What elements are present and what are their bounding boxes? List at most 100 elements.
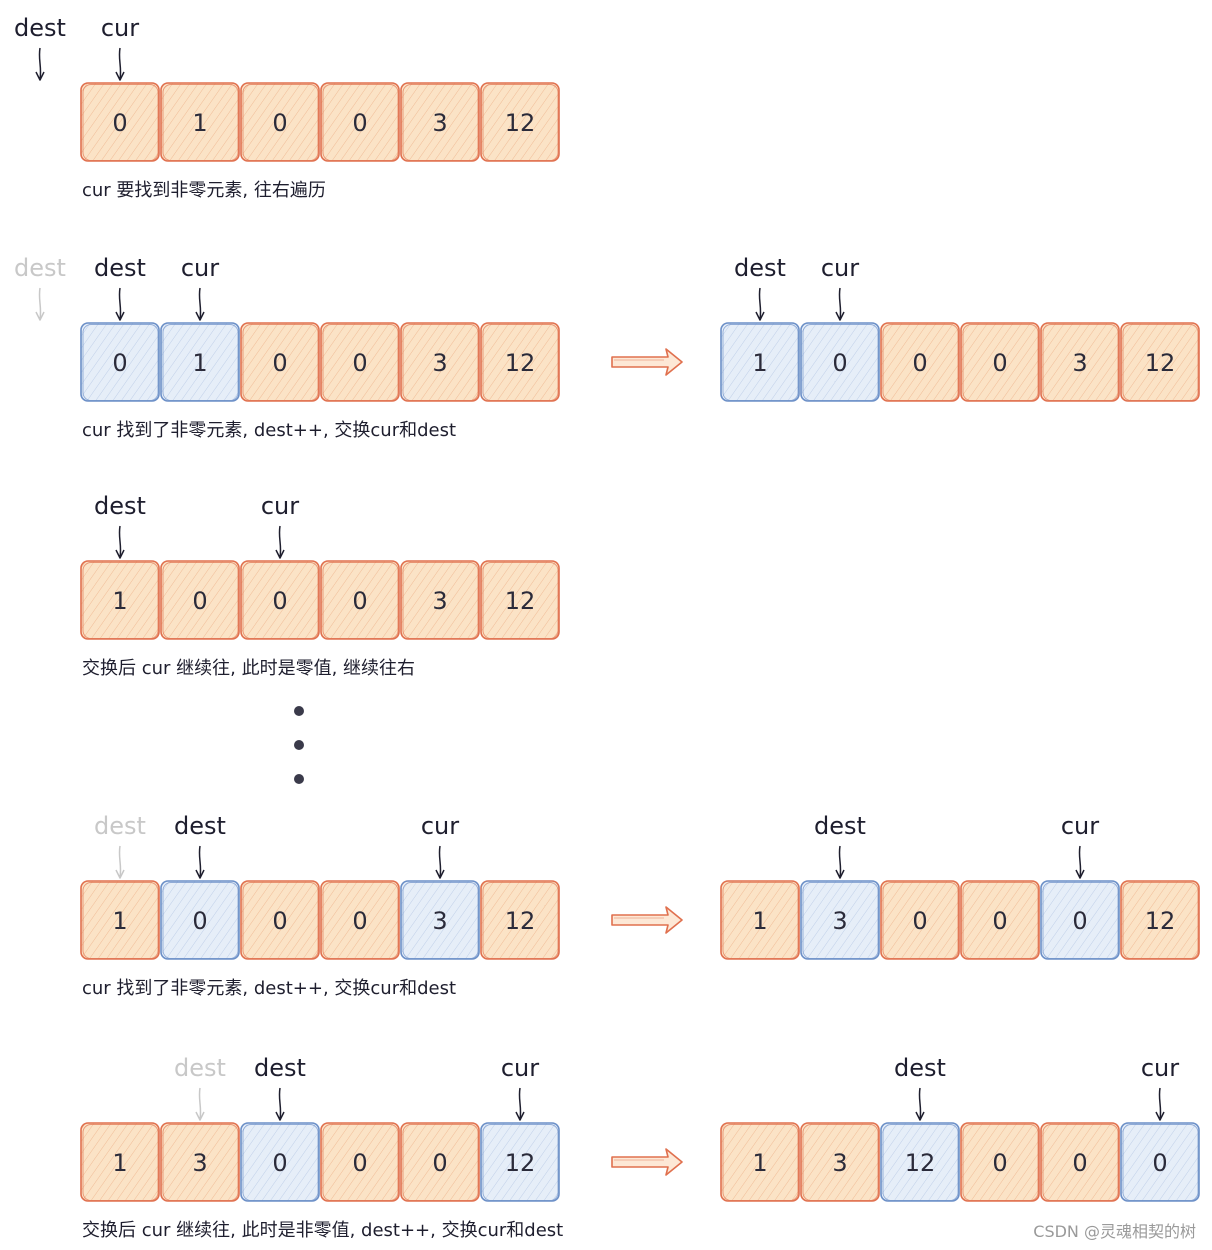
ellipsis-dots <box>294 706 304 784</box>
cell-value: 12 <box>905 1149 936 1177</box>
cur-pointer: cur <box>501 1054 539 1121</box>
cell-hatch <box>321 1123 399 1201</box>
cell-border <box>480 1122 560 1202</box>
array-cell: 0 <box>240 560 320 640</box>
cell-hatch <box>481 561 559 639</box>
array-cell: 0 <box>240 1122 320 1202</box>
cur-pointer: cur <box>101 14 139 81</box>
cell-hatch <box>1121 1123 1199 1201</box>
cell-value: 0 <box>272 109 287 137</box>
pointer-arrow-head <box>515 1111 525 1121</box>
cell-border <box>160 560 240 640</box>
step-caption: cur 找到了非零元素, dest++, 交换cur和dest <box>82 978 456 999</box>
dest-pointer: dest <box>894 1054 946 1121</box>
array-cell: 1 <box>80 560 160 640</box>
cell-value: 0 <box>352 109 367 137</box>
cell-value: 12 <box>505 349 536 377</box>
cell-border <box>80 322 160 402</box>
pointer-label: cur <box>821 254 859 282</box>
cell-border-sketch <box>242 1124 319 1201</box>
pointer-arrow-shaft <box>438 845 442 879</box>
pointer-arrow-head <box>115 311 125 321</box>
cell-value: 1 <box>752 1149 767 1177</box>
pointer-arrow-head <box>1155 1111 1165 1121</box>
cell-hatch <box>481 1123 559 1201</box>
cell-value: 1 <box>112 907 127 935</box>
pointer-arrow-shaft <box>278 525 282 559</box>
cell-border <box>80 82 160 162</box>
pointer-arrow-head <box>195 1111 205 1121</box>
cell-border <box>400 560 480 640</box>
cell-border <box>1120 880 1200 960</box>
pointer-arrow-shaft <box>1158 1087 1162 1121</box>
cell-border-sketch <box>162 324 239 401</box>
cell-hatch <box>721 323 799 401</box>
pointer-arrow-shaft <box>118 525 122 559</box>
previous-dest-pointer: dest <box>174 1054 226 1121</box>
cell-border-sketch <box>82 1124 159 1201</box>
cell-hatch <box>801 1123 879 1201</box>
array-cell: 1 <box>160 322 240 402</box>
pointer-arrow-shaft <box>38 287 42 321</box>
cell-border <box>240 82 320 162</box>
dest-pointer: dest <box>734 254 786 321</box>
cell-border-sketch <box>162 882 239 959</box>
cell-hatch <box>321 323 399 401</box>
pointer-arrow-shaft <box>118 47 122 81</box>
cell-hatch <box>881 323 959 401</box>
pointer-arrow-shaft <box>198 845 202 879</box>
pointer-label: dest <box>174 812 226 840</box>
array-cell: 12 <box>480 1122 560 1202</box>
cell-border-sketch <box>802 882 879 959</box>
array-cell: 3 <box>400 82 480 162</box>
cell-border <box>720 1122 800 1202</box>
cell-value: 3 <box>432 349 447 377</box>
cell-border <box>1040 1122 1120 1202</box>
cell-border <box>320 322 400 402</box>
cell-value: 0 <box>992 1149 1007 1177</box>
pointer-label: dest <box>94 812 146 840</box>
pointer-arrow-shaft <box>918 1087 922 1121</box>
cell-border-sketch <box>242 324 319 401</box>
cell-border-sketch <box>482 1124 559 1201</box>
cell-hatch <box>961 1123 1039 1201</box>
pointer-label: cur <box>501 1054 539 1082</box>
cell-value: 3 <box>432 907 447 935</box>
cell-border <box>320 880 400 960</box>
pointer-arrow-shaft <box>1078 845 1082 879</box>
array-cell: 3 <box>400 880 480 960</box>
cell-border-sketch <box>402 882 479 959</box>
cell-border <box>160 82 240 162</box>
dest-pointer: dest <box>814 812 866 879</box>
array-cell: 0 <box>960 322 1040 402</box>
cell-border <box>240 1122 320 1202</box>
cell-hatch <box>321 83 399 161</box>
array-cell: 0 <box>80 322 160 402</box>
cell-border-sketch <box>82 324 159 401</box>
cell-border <box>1040 880 1120 960</box>
cell-value: 0 <box>1072 907 1087 935</box>
cell-hatch <box>241 881 319 959</box>
cell-value: 1 <box>752 907 767 935</box>
cell-hatch <box>1041 1123 1119 1201</box>
cell-border-sketch <box>242 562 319 639</box>
cell-border-sketch <box>162 84 239 161</box>
pointer-label: cur <box>181 254 219 282</box>
pointer-arrow-shaft <box>518 1087 522 1121</box>
pointer-label: dest <box>14 14 66 42</box>
cell-value: 12 <box>505 109 536 137</box>
cell-border <box>800 322 880 402</box>
dest-pointer: dest <box>94 492 146 559</box>
cell-value: 0 <box>192 907 207 935</box>
transition-arrow-shape <box>611 348 683 376</box>
pointer-arrow-head <box>115 549 125 559</box>
ellipsis-dot <box>294 706 304 716</box>
cell-border <box>160 322 240 402</box>
cell-border <box>240 880 320 960</box>
cell-border-sketch <box>322 562 399 639</box>
array-cell: 0 <box>1040 1122 1120 1202</box>
cur-pointer: cur <box>261 492 299 559</box>
pointer-arrow-head <box>835 311 845 321</box>
array-cell: 0 <box>160 560 240 640</box>
